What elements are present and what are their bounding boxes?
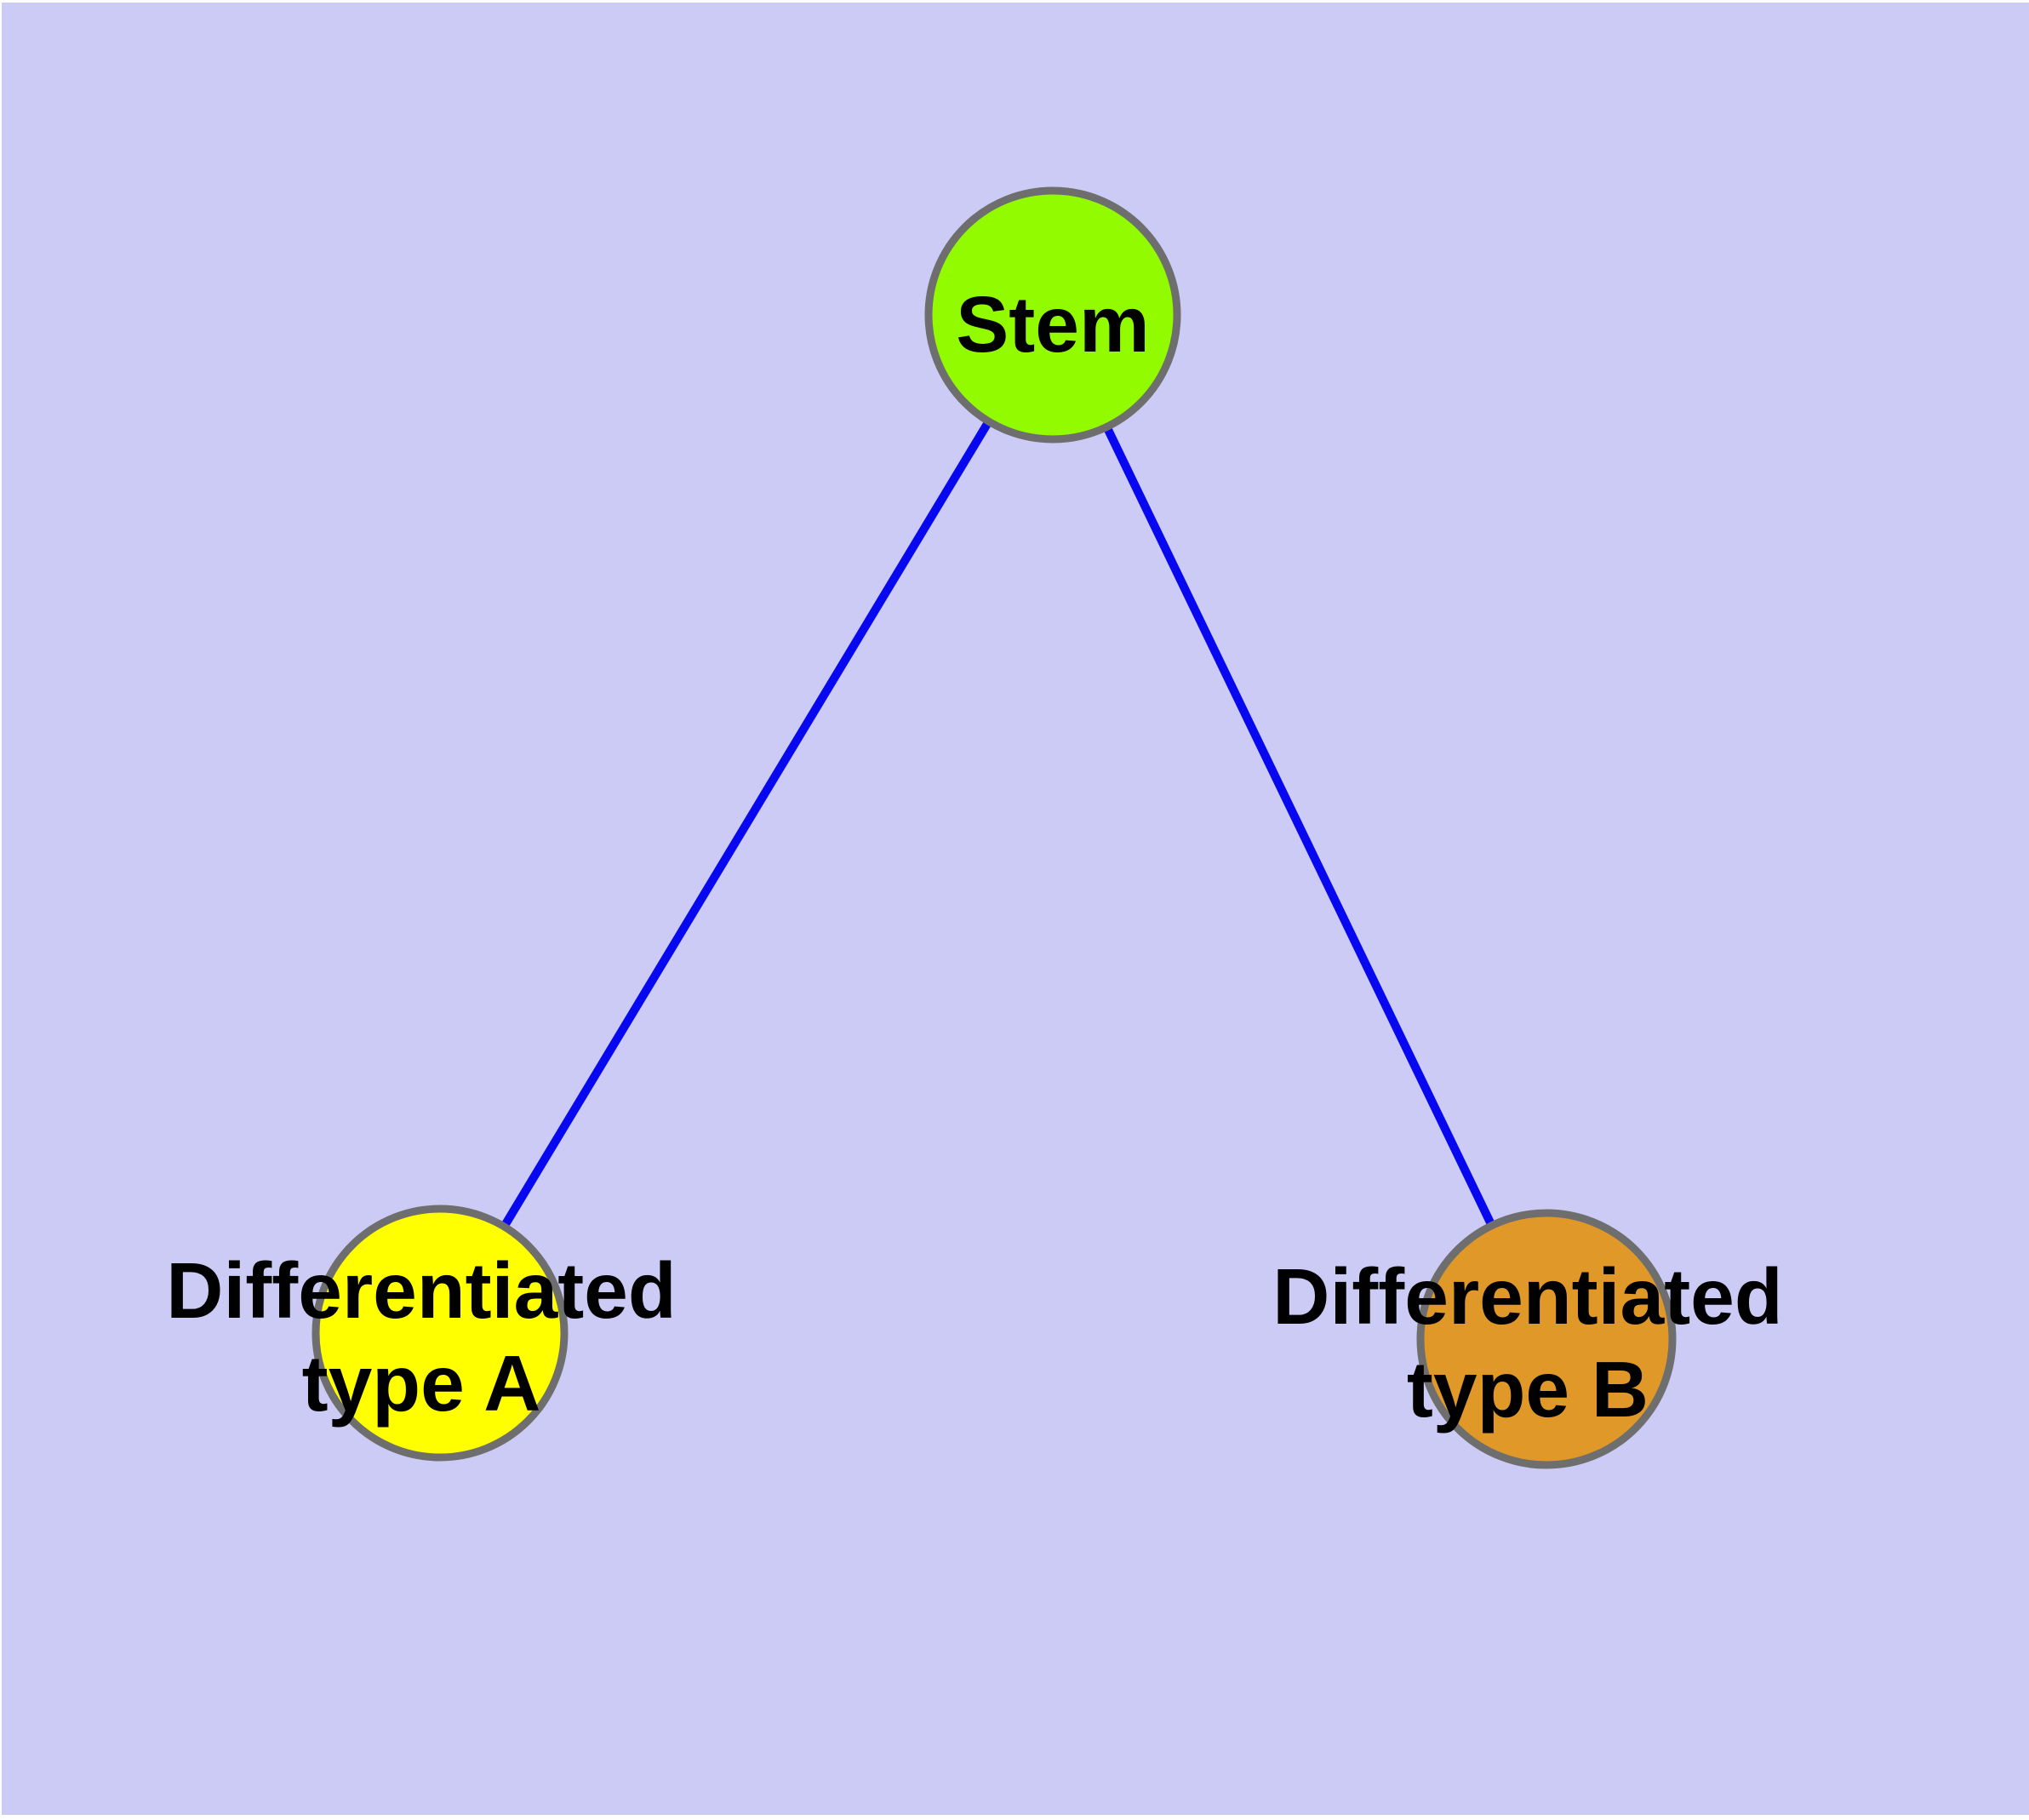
node-differentiated-type-a-circle: [311, 1205, 569, 1462]
node-stem-circle: [924, 186, 1181, 444]
edge-stem-to-type-a: [436, 312, 1057, 1336]
node-differentiated-type-a-label-line2: type A: [302, 1339, 541, 1428]
node-differentiated-type-b: Differentiated type B: [1272, 1209, 1783, 1469]
node-differentiated-type-b-label-line2: type B: [1407, 1345, 1649, 1434]
edge-stem-to-type-b: [1049, 312, 1551, 1342]
node-differentiated-type-a: Differentiated type A: [166, 1205, 677, 1462]
node-stem: Stem: [924, 186, 1181, 444]
node-differentiated-type-b-circle: [1416, 1209, 1677, 1469]
node-stem-label: Stem: [956, 280, 1149, 369]
node-differentiated-type-b-label-line1: Differentiated: [1272, 1252, 1782, 1341]
node-differentiated-type-a-label-line1: Differentiated: [166, 1246, 676, 1335]
